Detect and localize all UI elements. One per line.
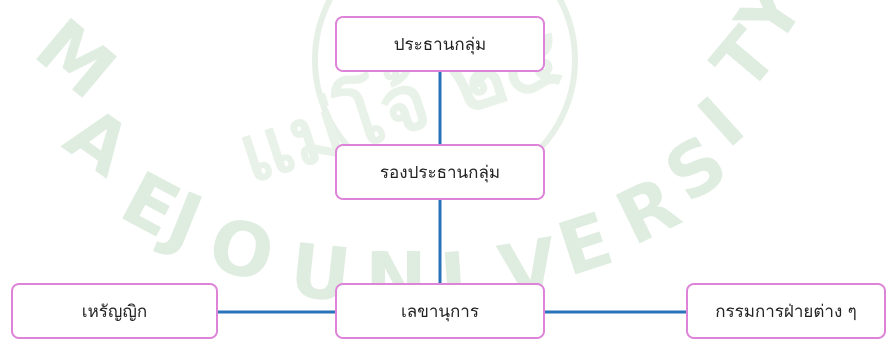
node-treasurer: เหรัญญิก: [11, 283, 218, 339]
node-label: กรรมการฝ่ายต่าง ๆ: [715, 301, 857, 322]
node-vice-chairperson: รองประธานกลุ่ม: [335, 144, 545, 200]
node-label: รองประธานกลุ่ม: [379, 162, 501, 183]
node-committees: กรรมการฝ่ายต่าง ๆ: [686, 283, 886, 339]
node-label: เหรัญญิก: [81, 301, 148, 322]
node-label: เลขานุการ: [401, 301, 479, 322]
node-label: ประธานกลุ่ม: [393, 34, 487, 55]
node-secretary: เลขานุการ: [335, 283, 545, 339]
node-group-chairperson: ประธานกลุ่ม: [335, 16, 545, 72]
